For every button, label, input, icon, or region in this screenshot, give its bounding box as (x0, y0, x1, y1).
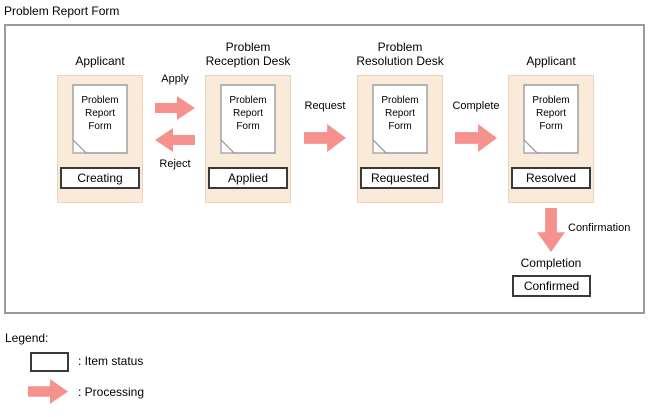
legend-title: Legend: (5, 331, 49, 345)
document-icon-creating: Problem Report Form (72, 84, 128, 154)
document-title: Problem Report Form (381, 95, 419, 132)
document-title: Problem Report Form (532, 95, 570, 132)
legend-item-status-label: : Item status (78, 354, 144, 368)
request-arrow-label: Request (304, 100, 346, 112)
status-badge-creating: Creating (60, 167, 140, 189)
status-badge-confirmed: Confirmed (512, 275, 591, 297)
stage-label-applicant-2: Applicant (526, 54, 576, 68)
reject-arrow-label: Reject (159, 158, 191, 170)
apply-arrow-label: Apply (161, 73, 189, 85)
document-icon-requested: Problem Report Form (372, 84, 428, 154)
document-icon-applied: Problem Report Form (220, 84, 276, 154)
document-title: Problem Report Form (81, 95, 119, 132)
page-title: Problem Report Form (4, 4, 120, 18)
status-badge-applied: Applied (208, 167, 288, 189)
document-title: Problem Report Form (229, 95, 267, 132)
legend-processing-arrow-icon (28, 379, 68, 404)
document-icon-resolved: Problem Report Form (523, 84, 579, 154)
status-badge-requested: Requested (360, 167, 440, 189)
stage-label-applicant-1: Applicant (75, 54, 125, 68)
document-page-icon (372, 84, 428, 154)
document-page-icon (523, 84, 579, 154)
document-page-icon (220, 84, 276, 154)
legend-item-status-swatch (30, 352, 69, 372)
stage-label-reception-desk: Problem Reception Desk (205, 40, 291, 68)
status-badge-resolved: Resolved (511, 167, 591, 189)
confirmation-arrow-label: Confirmation (568, 222, 631, 234)
stage-label-resolution-desk: Problem Resolution Desk (356, 40, 444, 68)
complete-arrow-label: Complete (452, 100, 500, 112)
document-page-icon (72, 84, 128, 154)
legend-processing-label: : Processing (78, 385, 145, 399)
completion-label: Completion (520, 256, 582, 270)
